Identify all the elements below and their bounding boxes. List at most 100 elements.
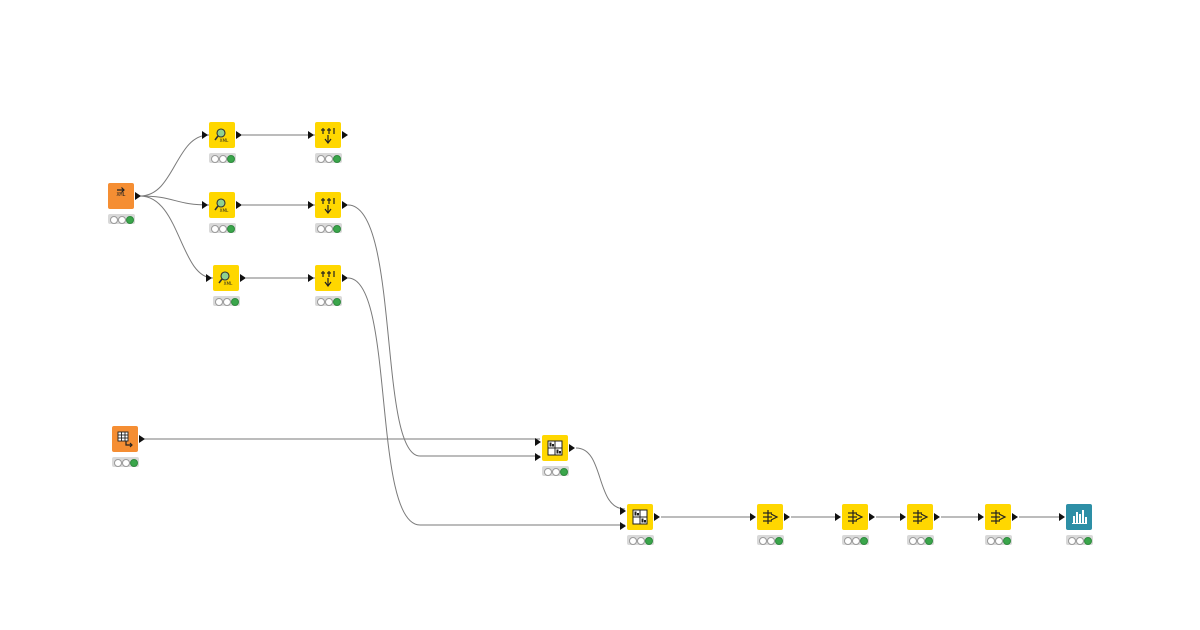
node-xml-reader[interactable]: XML: [108, 183, 134, 209]
joiner-icon: [547, 440, 563, 456]
status-light-off: [909, 536, 917, 545]
output-port-xml-reader[interactable]: [135, 192, 141, 200]
node-table-creator[interactable]: [112, 426, 138, 452]
status-light-off: [544, 467, 552, 476]
status-light-off: [987, 536, 995, 545]
input-port-xpath-1[interactable]: [202, 131, 208, 139]
status-light-green: [645, 536, 653, 545]
edge-xml-reader-xpath-2[interactable]: [139, 195, 210, 206]
input-port-ungroup-1[interactable]: [308, 131, 314, 139]
node-status-xpath-3: [213, 296, 240, 306]
svg-text:XML: XML: [220, 208, 229, 213]
column-filter-icon: [991, 510, 1007, 524]
status-light-off: [1068, 536, 1076, 545]
status-light-off: [110, 215, 118, 224]
input-port-column-filter-1[interactable]: [750, 513, 756, 521]
input-port-ungroup-3[interactable]: [308, 274, 314, 282]
edge-ungroup-3-joiner-2[interactable]: [347, 277, 625, 526]
output-port-column-filter-3[interactable]: [934, 513, 940, 521]
status-light-green: [860, 536, 868, 545]
node-column-filter-3[interactable]: [907, 504, 933, 530]
node-xpath-2[interactable]: XML: [209, 192, 235, 218]
status-light-green: [1003, 536, 1011, 545]
output-port-column-filter-2[interactable]: [869, 513, 875, 521]
output-port-column-filter-4[interactable]: [1012, 513, 1018, 521]
node-status-ungroup-1: [315, 153, 342, 163]
node-xpath-1[interactable]: XML: [209, 122, 235, 148]
xpath-icon: XML: [214, 198, 229, 213]
status-light-green: [333, 224, 341, 233]
output-port-xpath-2[interactable]: [236, 201, 242, 209]
input-port-xpath-2[interactable]: [202, 201, 208, 209]
status-light-off: [767, 536, 775, 545]
status-light-off: [118, 215, 126, 224]
status-light-off: [325, 154, 333, 163]
input-port-joiner-1-1[interactable]: [535, 438, 541, 446]
output-port-xpath-1[interactable]: [236, 131, 242, 139]
status-light-green: [1084, 536, 1092, 545]
status-light-off: [317, 224, 325, 233]
input-port-bar-chart-view[interactable]: [1059, 513, 1065, 521]
edge-xml-reader-xpath-1[interactable]: [139, 134, 210, 197]
output-port-ungroup-1[interactable]: [342, 131, 348, 139]
input-port-xpath-3[interactable]: [206, 274, 212, 282]
node-column-filter-1[interactable]: [757, 504, 783, 530]
node-status-column-filter-4: [985, 535, 1012, 545]
node-joiner-1[interactable]: [542, 435, 568, 461]
svg-text:XML: XML: [116, 192, 125, 198]
output-port-table-creator[interactable]: [139, 435, 145, 443]
node-ungroup-2[interactable]: [315, 192, 341, 218]
status-light-green: [560, 467, 568, 476]
column-filter-icon: [848, 510, 864, 524]
xpath-icon: XML: [218, 271, 233, 286]
ungroup-icon: [321, 271, 335, 287]
column-filter-icon: [913, 510, 929, 524]
input-port-column-filter-4[interactable]: [978, 513, 984, 521]
status-light-green: [231, 297, 239, 306]
node-status-table-creator: [112, 457, 139, 467]
status-light-green: [130, 458, 138, 467]
status-light-off: [114, 458, 122, 467]
status-light-off: [844, 536, 852, 545]
column-filter-icon: [763, 510, 779, 524]
table-creator-icon: [117, 431, 133, 448]
status-light-off: [211, 154, 219, 163]
input-port-joiner-2-2[interactable]: [620, 522, 626, 530]
status-light-off: [219, 224, 227, 233]
input-port-ungroup-2[interactable]: [308, 201, 314, 209]
node-xpath-3[interactable]: XML: [213, 265, 239, 291]
output-port-column-filter-1[interactable]: [784, 513, 790, 521]
node-ungroup-3[interactable]: [315, 265, 341, 291]
edge-joiner-1-joiner-2[interactable]: [575, 447, 626, 510]
node-column-filter-4[interactable]: [985, 504, 1011, 530]
input-port-joiner-1-2[interactable]: [535, 453, 541, 461]
output-port-joiner-1[interactable]: [569, 444, 575, 452]
node-status-column-filter-3: [907, 535, 934, 545]
edge-ungroup-2-joiner-1[interactable]: [347, 204, 540, 457]
node-column-filter-2[interactable]: [842, 504, 868, 530]
node-joiner-2[interactable]: [627, 504, 653, 530]
node-status-column-filter-2: [842, 535, 869, 545]
status-light-off: [852, 536, 860, 545]
input-port-column-filter-3[interactable]: [900, 513, 906, 521]
status-light-off: [219, 154, 227, 163]
output-port-joiner-2[interactable]: [654, 513, 660, 521]
node-status-joiner-2: [627, 535, 654, 545]
joiner-icon: [632, 509, 648, 525]
status-light-off: [325, 224, 333, 233]
output-port-ungroup-3[interactable]: [342, 274, 348, 282]
status-light-off: [223, 297, 231, 306]
status-light-off: [122, 458, 130, 467]
status-light-off: [317, 297, 325, 306]
output-port-ungroup-2[interactable]: [342, 201, 348, 209]
input-port-joiner-2-1[interactable]: [620, 507, 626, 515]
status-light-off: [1076, 536, 1084, 545]
output-port-xpath-3[interactable]: [240, 274, 246, 282]
node-ungroup-1[interactable]: [315, 122, 341, 148]
edge-xml-reader-xpath-3[interactable]: [139, 195, 214, 279]
status-light-green: [775, 536, 783, 545]
input-port-column-filter-2[interactable]: [835, 513, 841, 521]
node-bar-chart-view[interactable]: [1066, 504, 1092, 530]
status-light-off: [215, 297, 223, 306]
